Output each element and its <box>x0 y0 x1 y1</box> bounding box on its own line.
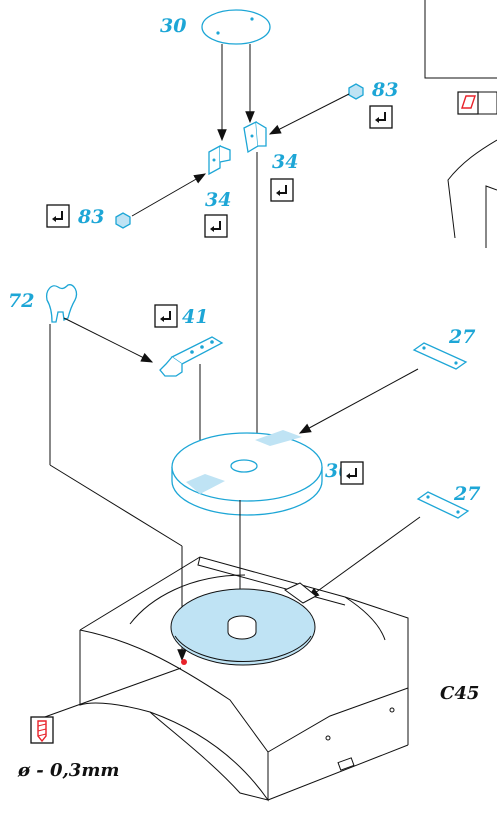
side-component-outline <box>447 139 497 248</box>
reference-frame <box>424 0 497 115</box>
drill-mark <box>181 659 187 665</box>
part-83-screw-top <box>348 83 364 100</box>
model-code: C45 <box>440 683 479 704</box>
label-34-left: 34 <box>205 189 231 211</box>
part-41-plate <box>159 336 224 377</box>
label-34-right: 34 <box>272 151 298 173</box>
label-72: 72 <box>8 290 34 312</box>
part-27-plate-bottom <box>416 491 470 519</box>
label-30: 30 <box>160 15 186 37</box>
enter-arrow-icon <box>270 178 294 202</box>
label-41: 41 <box>182 306 208 328</box>
label-83-top: 83 <box>371 79 398 101</box>
enter-arrow-icon <box>369 105 393 129</box>
part-30-cover <box>201 9 271 45</box>
part-34-bracket-left <box>208 144 231 176</box>
enter-arrow-icon <box>154 304 178 328</box>
base-disc <box>170 582 317 666</box>
drill-diameter: ø - 0,3mm <box>17 760 119 781</box>
enter-arrow-icon <box>340 461 364 485</box>
part-36-disc <box>171 430 323 516</box>
part-83-screw-bottom <box>115 212 131 229</box>
part-27-plate-top <box>412 342 468 370</box>
part-72-clip <box>46 284 78 323</box>
part-34-bracket-right <box>243 120 267 154</box>
enter-arrow-icon <box>204 214 228 238</box>
label-27-bottom: 27 <box>453 483 480 505</box>
enter-arrow-icon <box>46 204 70 228</box>
eraser-icon <box>457 91 479 115</box>
label-83-bottom: 83 <box>77 206 104 228</box>
drill-bit-icon <box>30 716 54 744</box>
label-27-top: 27 <box>448 326 475 348</box>
